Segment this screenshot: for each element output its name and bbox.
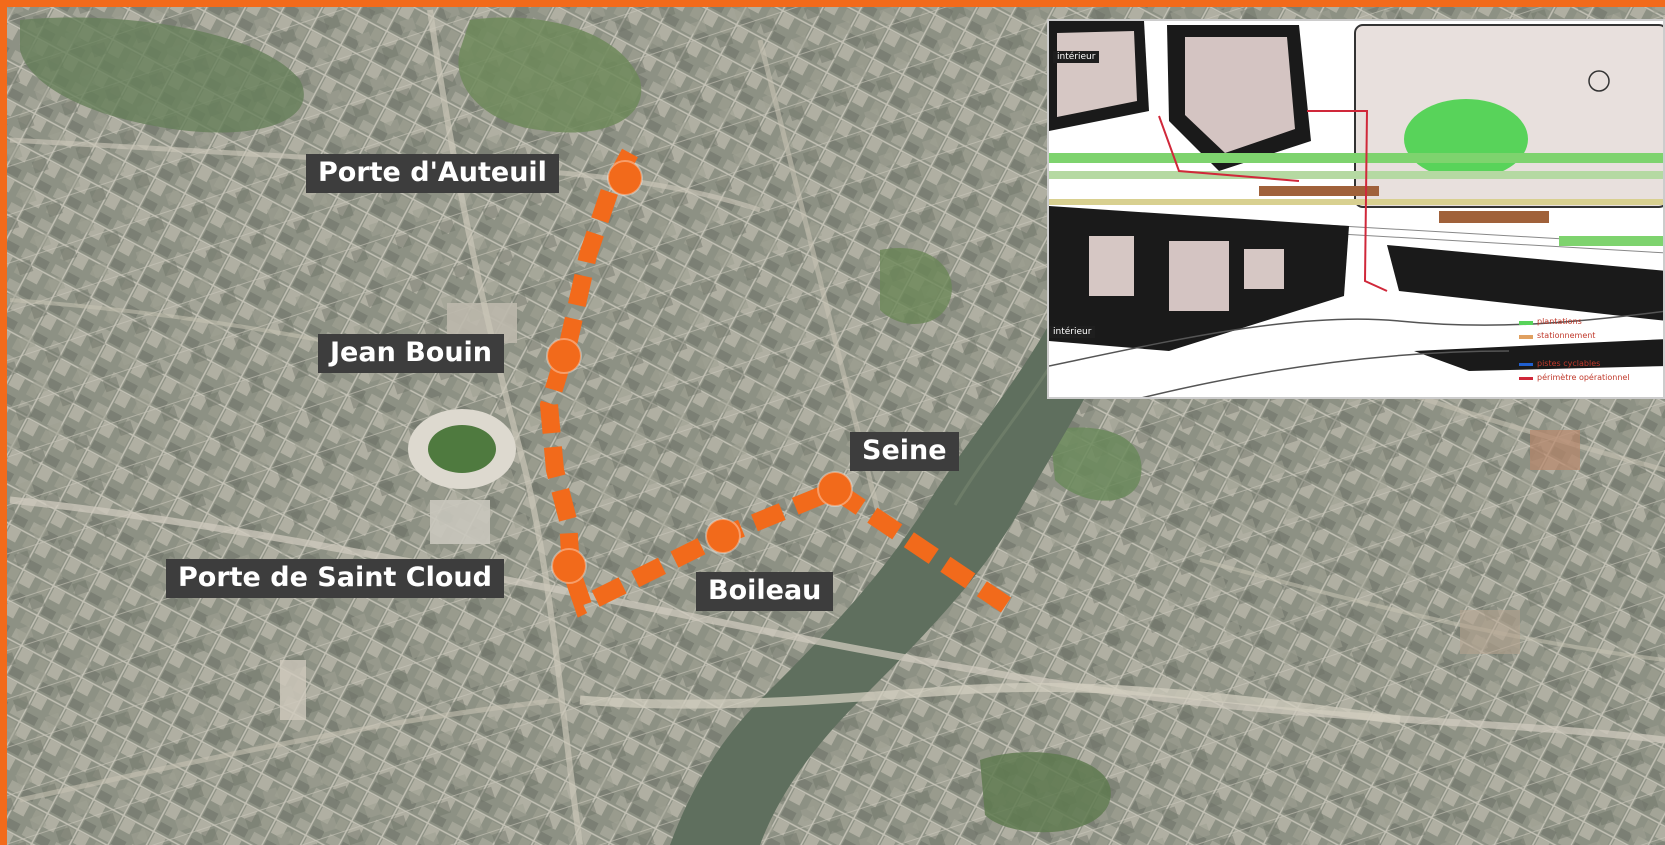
- road: [579, 682, 1401, 725]
- stop-label-porte-de-saint-cloud: Porte de Saint Cloud: [166, 559, 504, 598]
- park-area: [20, 17, 304, 133]
- legend-label: périmètre opérationnel: [1537, 373, 1630, 382]
- stop-marker-boileau[interactable]: [705, 518, 741, 554]
- inset-tag: intérieur: [1053, 51, 1100, 63]
- stop-marker-seine[interactable]: [817, 471, 853, 507]
- road: [1199, 558, 1665, 662]
- park-area: [980, 752, 1111, 833]
- stop-label-porte-dauteuil: Porte d'Auteuil: [306, 154, 559, 193]
- stop-label-jean-bouin: Jean Bouin: [318, 334, 505, 373]
- frame-left-bar: [0, 0, 7, 845]
- inset-site-plan: intérieur intérieur plantations stationn…: [1047, 19, 1665, 399]
- stop-marker-jean-bouin[interactable]: [546, 338, 582, 374]
- stop-label-boileau: Boileau: [696, 572, 834, 611]
- stop-label-seine: Seine: [850, 432, 959, 471]
- stadium-icon: [430, 500, 490, 544]
- road: [427, 9, 583, 845]
- frame-top-bar: [0, 0, 1665, 7]
- road: [19, 697, 561, 803]
- stadium-pitch: [428, 425, 496, 473]
- stop-marker-porte-de-saint-cloud[interactable]: [551, 548, 587, 584]
- legend-label: stationnement: [1537, 331, 1596, 340]
- site-plan-drawing: [1049, 21, 1663, 397]
- inset-tag: intérieur: [1049, 326, 1096, 338]
- park-area: [1050, 427, 1142, 501]
- legend-label: plantations: [1537, 317, 1582, 326]
- legend-label: pistes cyclables: [1537, 359, 1601, 368]
- stop-marker-porte-dauteuil[interactable]: [607, 160, 643, 196]
- park-area: [880, 248, 952, 324]
- tram-route-line: [539, 148, 1012, 618]
- park-area: [458, 17, 642, 133]
